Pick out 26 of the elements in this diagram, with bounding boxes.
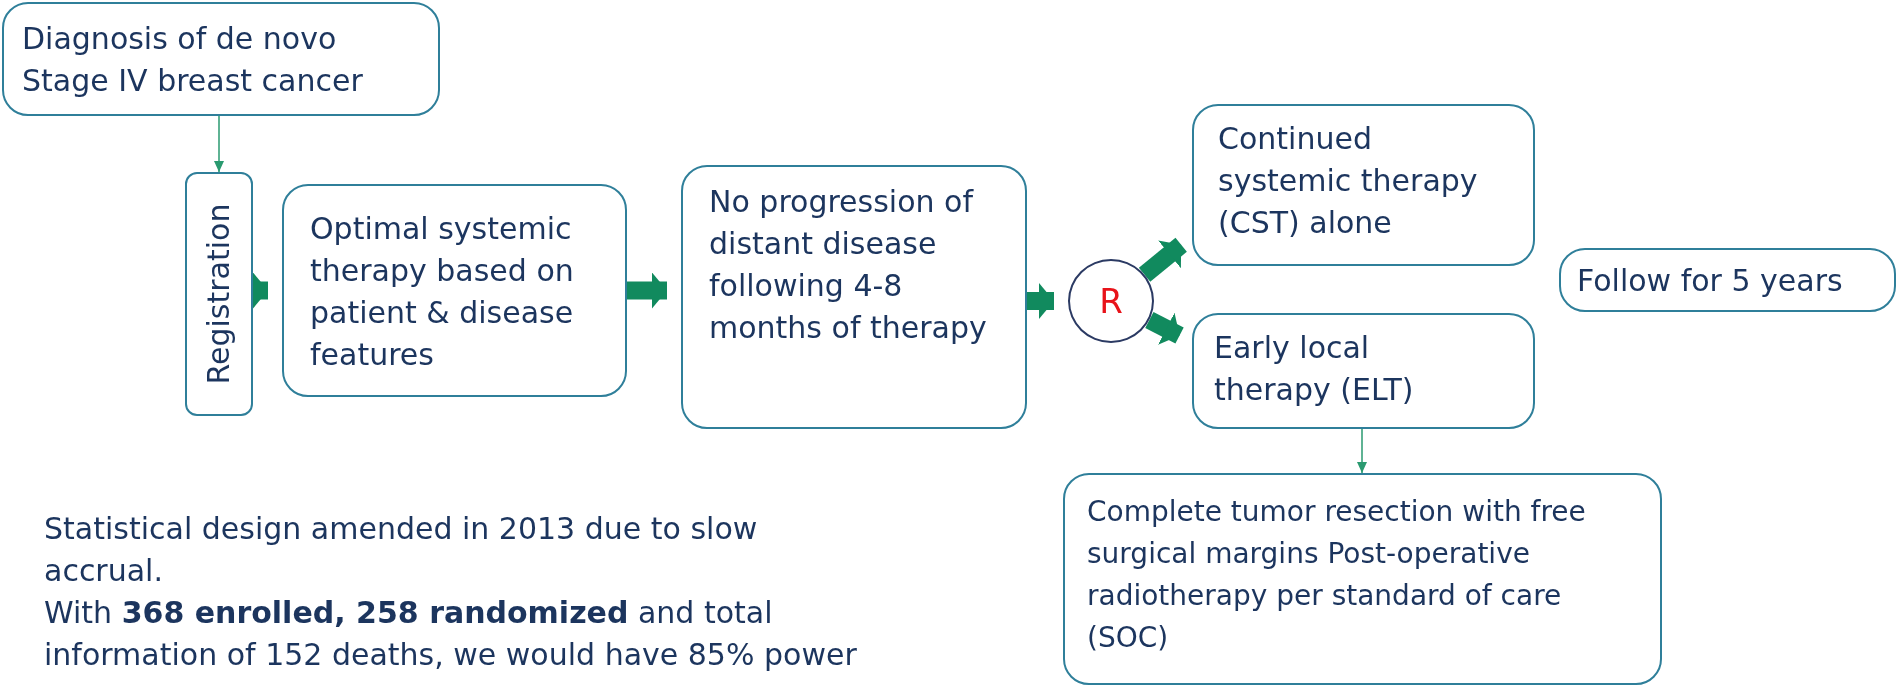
process-box: [282, 184, 627, 397]
process-box: [185, 172, 253, 416]
node-label: Early local therapy (ELT): [1214, 329, 1415, 409]
process-box: [1063, 473, 1662, 685]
note-text: Statistical design amended in 2013 due to slow accrual.: [44, 510, 759, 590]
process-box: [1192, 313, 1535, 429]
process-box: [681, 165, 1027, 429]
node-label: Continued systemic therapy (CST) alone: [1218, 120, 1479, 242]
node-label: No progression of distant disease following 4-8 months of therapy: [709, 183, 988, 347]
node-label: Follow for 5 years: [1577, 262, 1844, 300]
node-label: Registration: [200, 203, 237, 385]
block-arrow: [253, 272, 268, 309]
arrow: [214, 115, 224, 173]
process-box: [1192, 104, 1535, 266]
process-box: [1559, 248, 1896, 312]
block-arrow: [627, 272, 667, 309]
node-label: R: [1099, 280, 1123, 322]
block-arrow: [1145, 311, 1184, 345]
process-box: [2, 2, 440, 116]
node-label: Complete tumor resection with free surgical margins Post-operative radiotherapy per standard of care (SOC): [1087, 494, 1587, 656]
node-label: Diagnosis of de novo Stage IV breast cancer: [22, 20, 364, 100]
arrow: [1357, 428, 1367, 474]
note-text: With 368 enrolled, 258 randomized and total information of 152 deaths, we would have 85% power: [44, 594, 858, 674]
node-label: Optimal systemic therapy based on patient & disease features: [310, 210, 575, 374]
block-arrow: [1138, 237, 1187, 282]
block-arrow: [1027, 283, 1054, 319]
